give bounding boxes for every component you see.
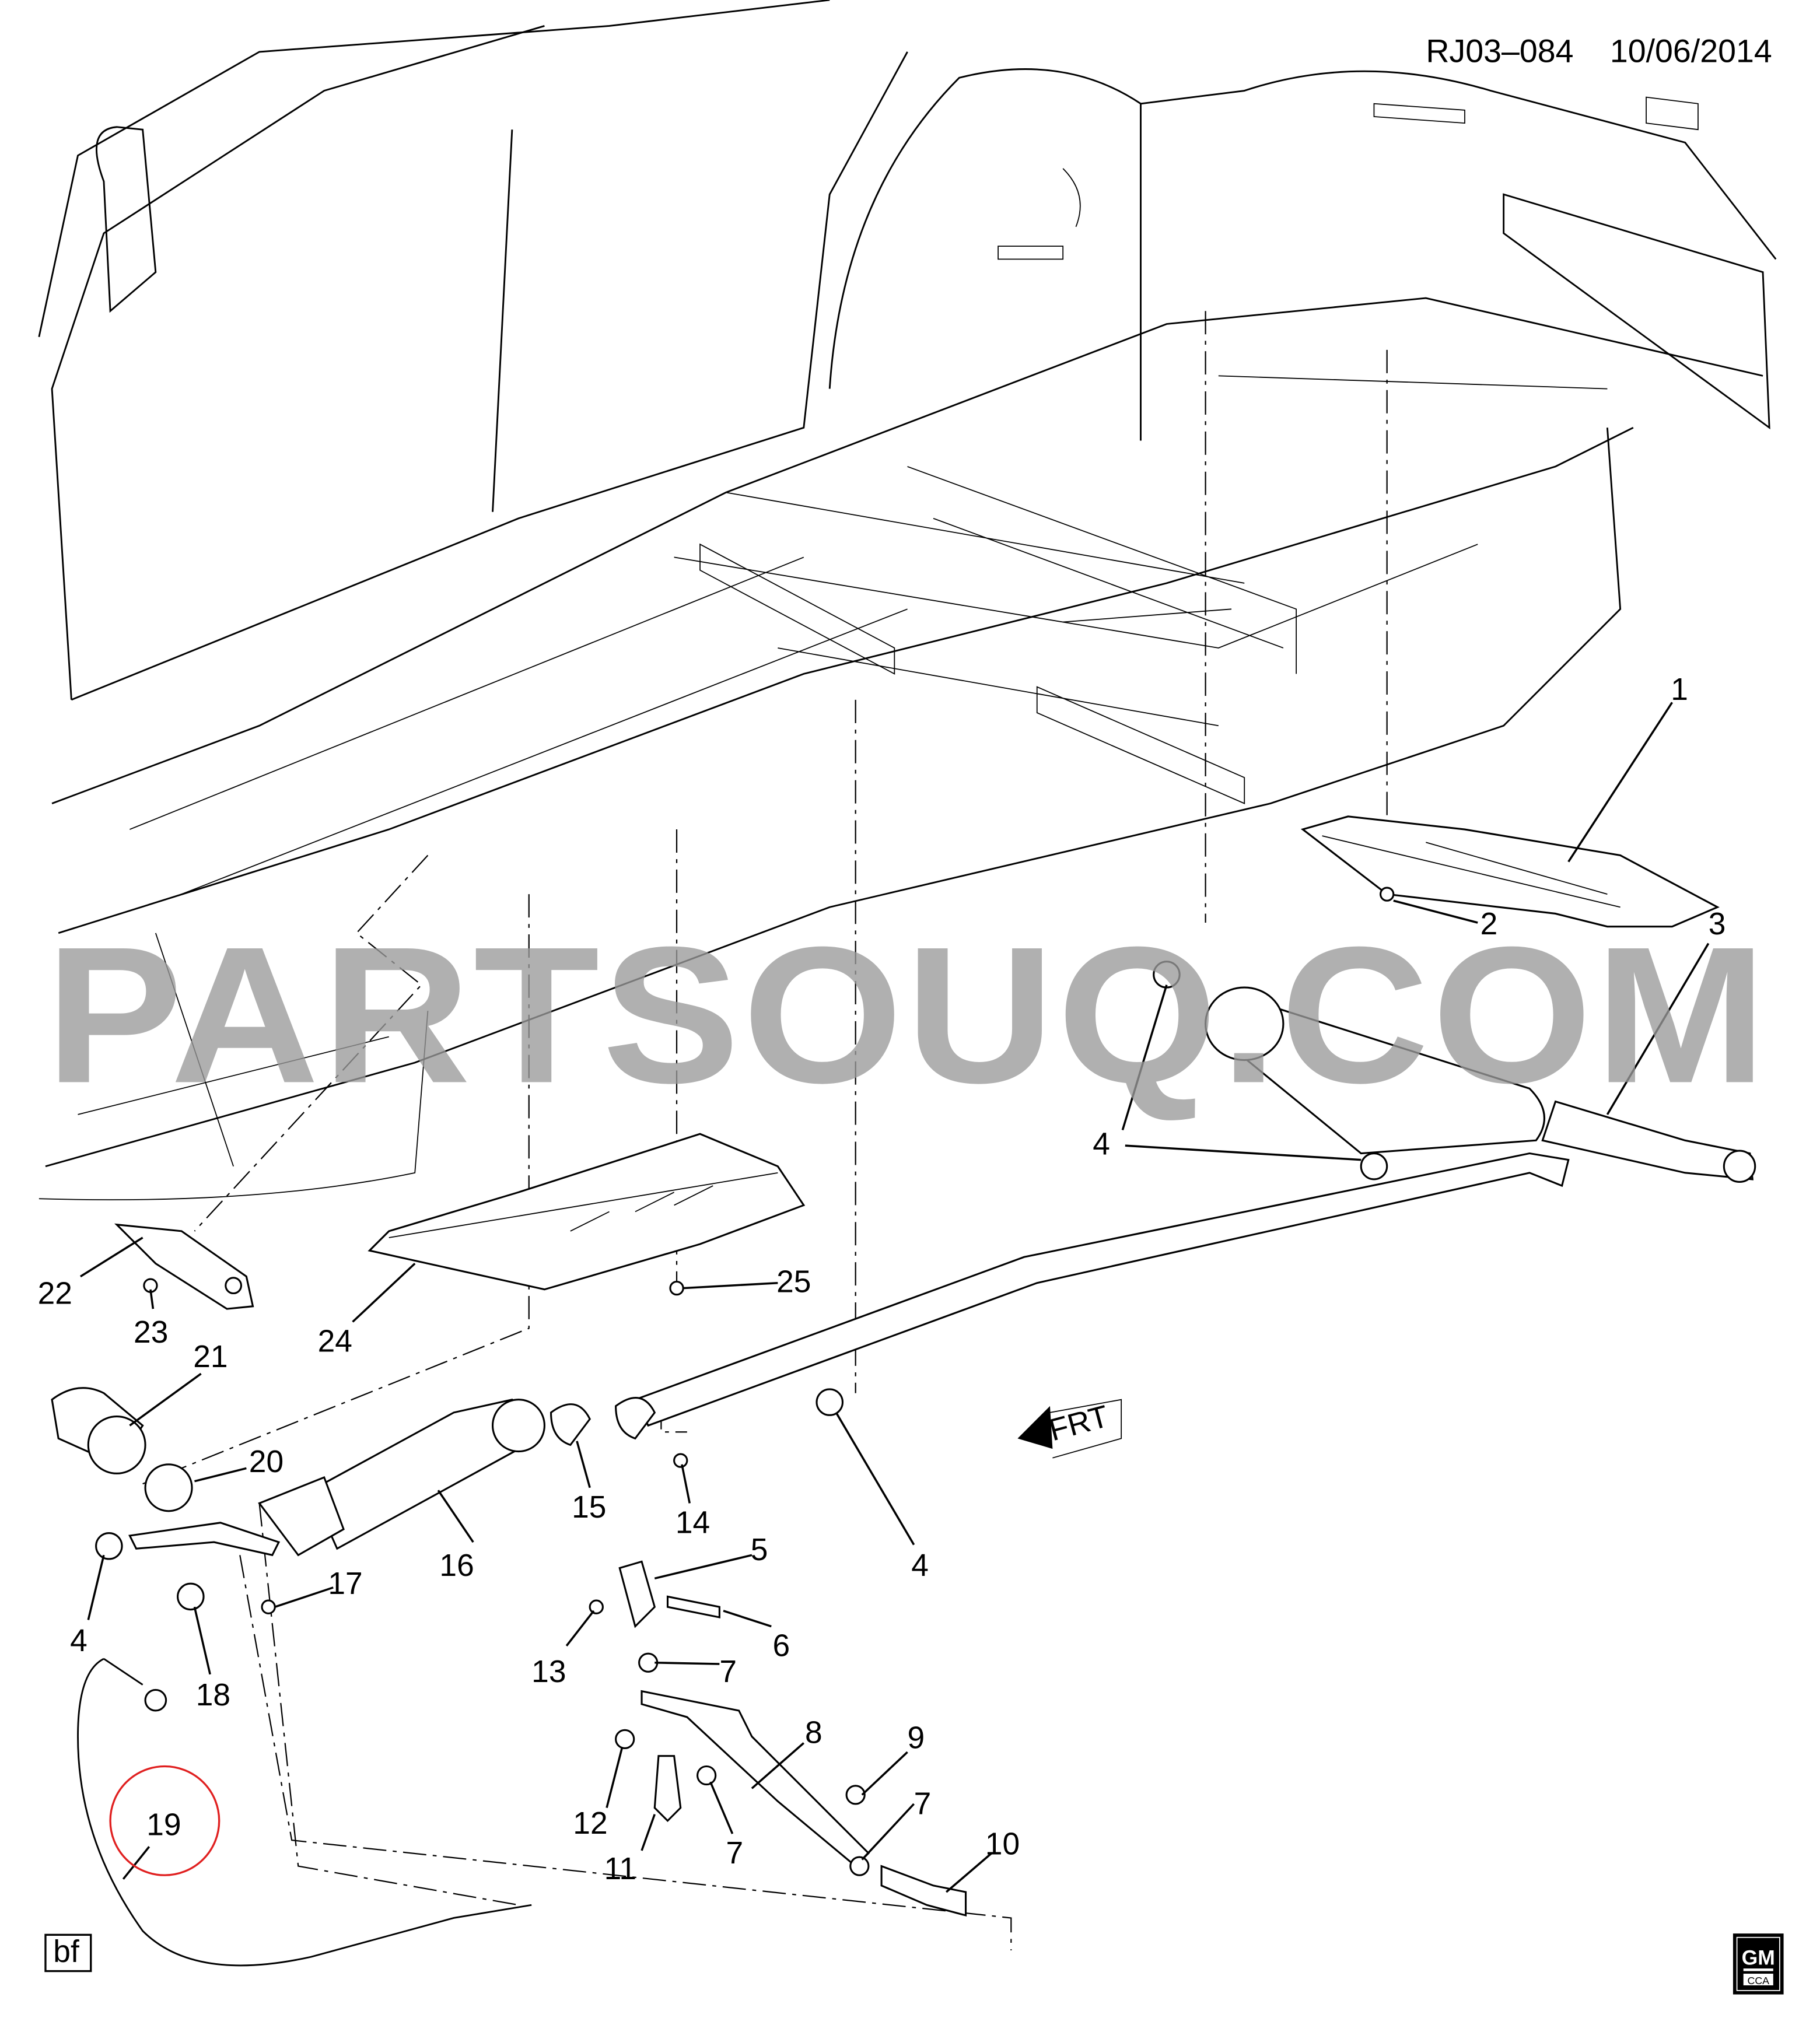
callouts: 1 2 3 4 4 4 5 6 7 7 7 8 9 10 11 12 13 14… bbox=[38, 672, 1726, 1886]
callout-17[interactable]: 17 bbox=[328, 1567, 362, 1601]
diagram-code: RJ03–084 bbox=[1426, 33, 1573, 69]
callout-13[interactable]: 13 bbox=[531, 1655, 566, 1689]
callout-10[interactable]: 10 bbox=[985, 1827, 1020, 1862]
callout-6[interactable]: 6 bbox=[772, 1629, 790, 1663]
callout-7[interactable]: 7 bbox=[726, 1836, 743, 1870]
callout-1[interactable]: 1 bbox=[1671, 672, 1688, 707]
callout-15[interactable]: 15 bbox=[572, 1490, 606, 1525]
callout-14[interactable]: 14 bbox=[676, 1506, 710, 1540]
diagram-date: 10/06/2014 bbox=[1610, 33, 1772, 69]
callout-12[interactable]: 12 bbox=[573, 1806, 607, 1841]
heat-shield-rear bbox=[1300, 815, 1720, 928]
callout-5[interactable]: 5 bbox=[751, 1533, 768, 1567]
callout-18[interactable]: 18 bbox=[196, 1678, 230, 1712]
callout-20[interactable]: 20 bbox=[249, 1445, 284, 1479]
front-direction-indicator: FRT bbox=[1017, 1399, 1122, 1459]
vehicle-underbody bbox=[38, 0, 1777, 1201]
watermark: PARTSOUQ.COM bbox=[46, 906, 1769, 1123]
callout-23[interactable]: 23 bbox=[134, 1315, 168, 1350]
gm-logo: GM CCA bbox=[1732, 1933, 1784, 1995]
callout-4[interactable]: 4 bbox=[911, 1548, 929, 1583]
callout-8[interactable]: 8 bbox=[805, 1716, 822, 1750]
callout-9[interactable]: 9 bbox=[908, 1721, 925, 1755]
callout-11[interactable]: 11 bbox=[604, 1852, 636, 1886]
front-indicator-label: FRT bbox=[1045, 1399, 1112, 1448]
callout-16[interactable]: 16 bbox=[439, 1548, 474, 1583]
callout-25[interactable]: 25 bbox=[776, 1264, 811, 1299]
callout-2[interactable]: 2 bbox=[1480, 907, 1498, 941]
hardware bbox=[77, 887, 1395, 1967]
callout-3[interactable]: 3 bbox=[1709, 907, 1726, 941]
gm-logo-text: GM bbox=[1742, 1946, 1775, 1969]
heat-shield-front bbox=[114, 1223, 254, 1310]
callout-7[interactable]: 7 bbox=[719, 1655, 737, 1689]
installation-lines bbox=[142, 311, 1388, 1951]
leader-lines bbox=[80, 702, 1710, 1893]
callout-24[interactable]: 24 bbox=[318, 1324, 352, 1358]
exhaust-system bbox=[51, 986, 1756, 1557]
callout-22[interactable]: 22 bbox=[38, 1276, 72, 1311]
callout-4[interactable]: 4 bbox=[1093, 1127, 1110, 1162]
callout-19[interactable]: 19 bbox=[146, 1807, 181, 1842]
highlight-circle bbox=[109, 1765, 220, 1876]
callout-4[interactable]: 4 bbox=[70, 1624, 88, 1658]
heat-shield-center bbox=[368, 1133, 806, 1291]
callout-21[interactable]: 21 bbox=[193, 1340, 228, 1374]
corner-tag-label: bf bbox=[53, 1935, 79, 1969]
gm-logo-subtext: CCA bbox=[1748, 1975, 1770, 1987]
corner-tag: bf bbox=[44, 1933, 92, 1973]
callout-7[interactable]: 7 bbox=[914, 1787, 932, 1821]
